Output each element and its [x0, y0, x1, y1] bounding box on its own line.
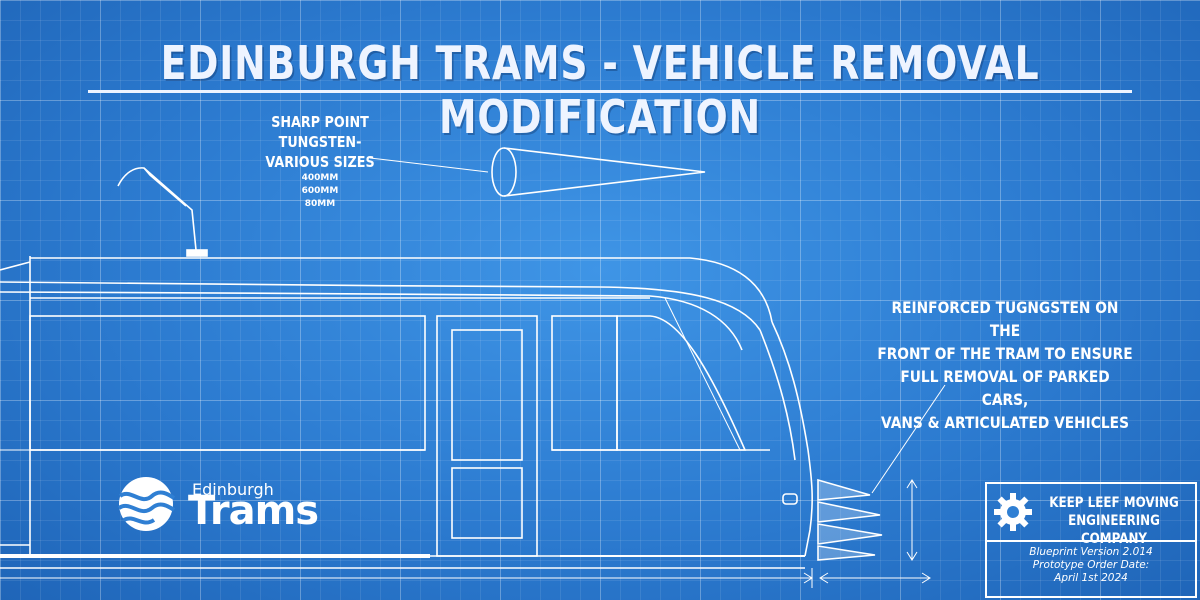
- company-name-line2: ENGINEERING COMPANY: [1068, 513, 1160, 547]
- front-callout: REINFORCED TUGNGSTEN ON THE FRONT OF THE…: [855, 296, 1155, 434]
- title-text: EDINBURGH TRAMS - VEHICLE REMOVAL MODIFI…: [160, 36, 1040, 144]
- spike-size-3: 80MM: [304, 199, 336, 209]
- tram-roof: [0, 256, 773, 351]
- front-callout-line3: FULL REMOVAL OF PARKED CARS,: [900, 367, 1110, 409]
- prototype-order-date: April 1st 2024: [1054, 572, 1128, 584]
- blueprint-info: Blueprint Version 2.014 Prototype Order …: [987, 546, 1195, 585]
- tram-door: [436, 315, 538, 557]
- blueprint-version: Blueprint Version 2.014: [1029, 546, 1153, 558]
- trams-logo-icon: [117, 477, 176, 531]
- logo-text-small: Edinburgh: [192, 480, 274, 499]
- company-title-block: KEEP LEEF MOVING ENGINEERING COMPANY Blu…: [985, 482, 1197, 598]
- spike-size-1: 400MM: [301, 173, 339, 183]
- title-underline: [88, 90, 1132, 93]
- spike-size-2: 600MM: [301, 186, 339, 196]
- front-callout-line1: REINFORCED TUGNGSTEN ON THE: [891, 298, 1119, 340]
- spike-callout: SHARP POINT TUNGSTEN- VARIOUS SIZES 400M…: [220, 112, 420, 211]
- spike-callout-line2: VARIOUS SIZES: [265, 153, 375, 171]
- prototype-order-label: Prototype Order Date:: [1032, 559, 1150, 571]
- pantograph: [117, 167, 208, 257]
- front-spikes: [817, 384, 946, 561]
- company-name-line1: KEEP LEEF MOVING: [1049, 495, 1179, 511]
- front-callout-line2: FRONT OF THE TRAM TO ENSURE: [877, 344, 1133, 363]
- logo-text-big: Trams: [188, 488, 319, 534]
- tungsten-spike: [369, 147, 706, 197]
- front-callout-line4: VANS & ARTICULATED VEHICLES: [880, 413, 1129, 432]
- gear-icon: [994, 493, 1032, 531]
- spike-callout-line1: SHARP POINT TUNGSTEN-: [271, 113, 369, 151]
- dimension-lines: [0, 479, 931, 588]
- page-title: EDINBURGH TRAMS - VEHICLE REMOVAL MODIFI…: [0, 36, 1200, 144]
- front-light: [782, 493, 798, 505]
- company-name: KEEP LEEF MOVING ENGINEERING COMPANY: [1035, 494, 1193, 548]
- tram-windows: [29, 297, 747, 451]
- company-header: KEEP LEEF MOVING ENGINEERING COMPANY: [987, 484, 1195, 547]
- edinburgh-trams-logo: Edinburgh Trams: [116, 476, 319, 536]
